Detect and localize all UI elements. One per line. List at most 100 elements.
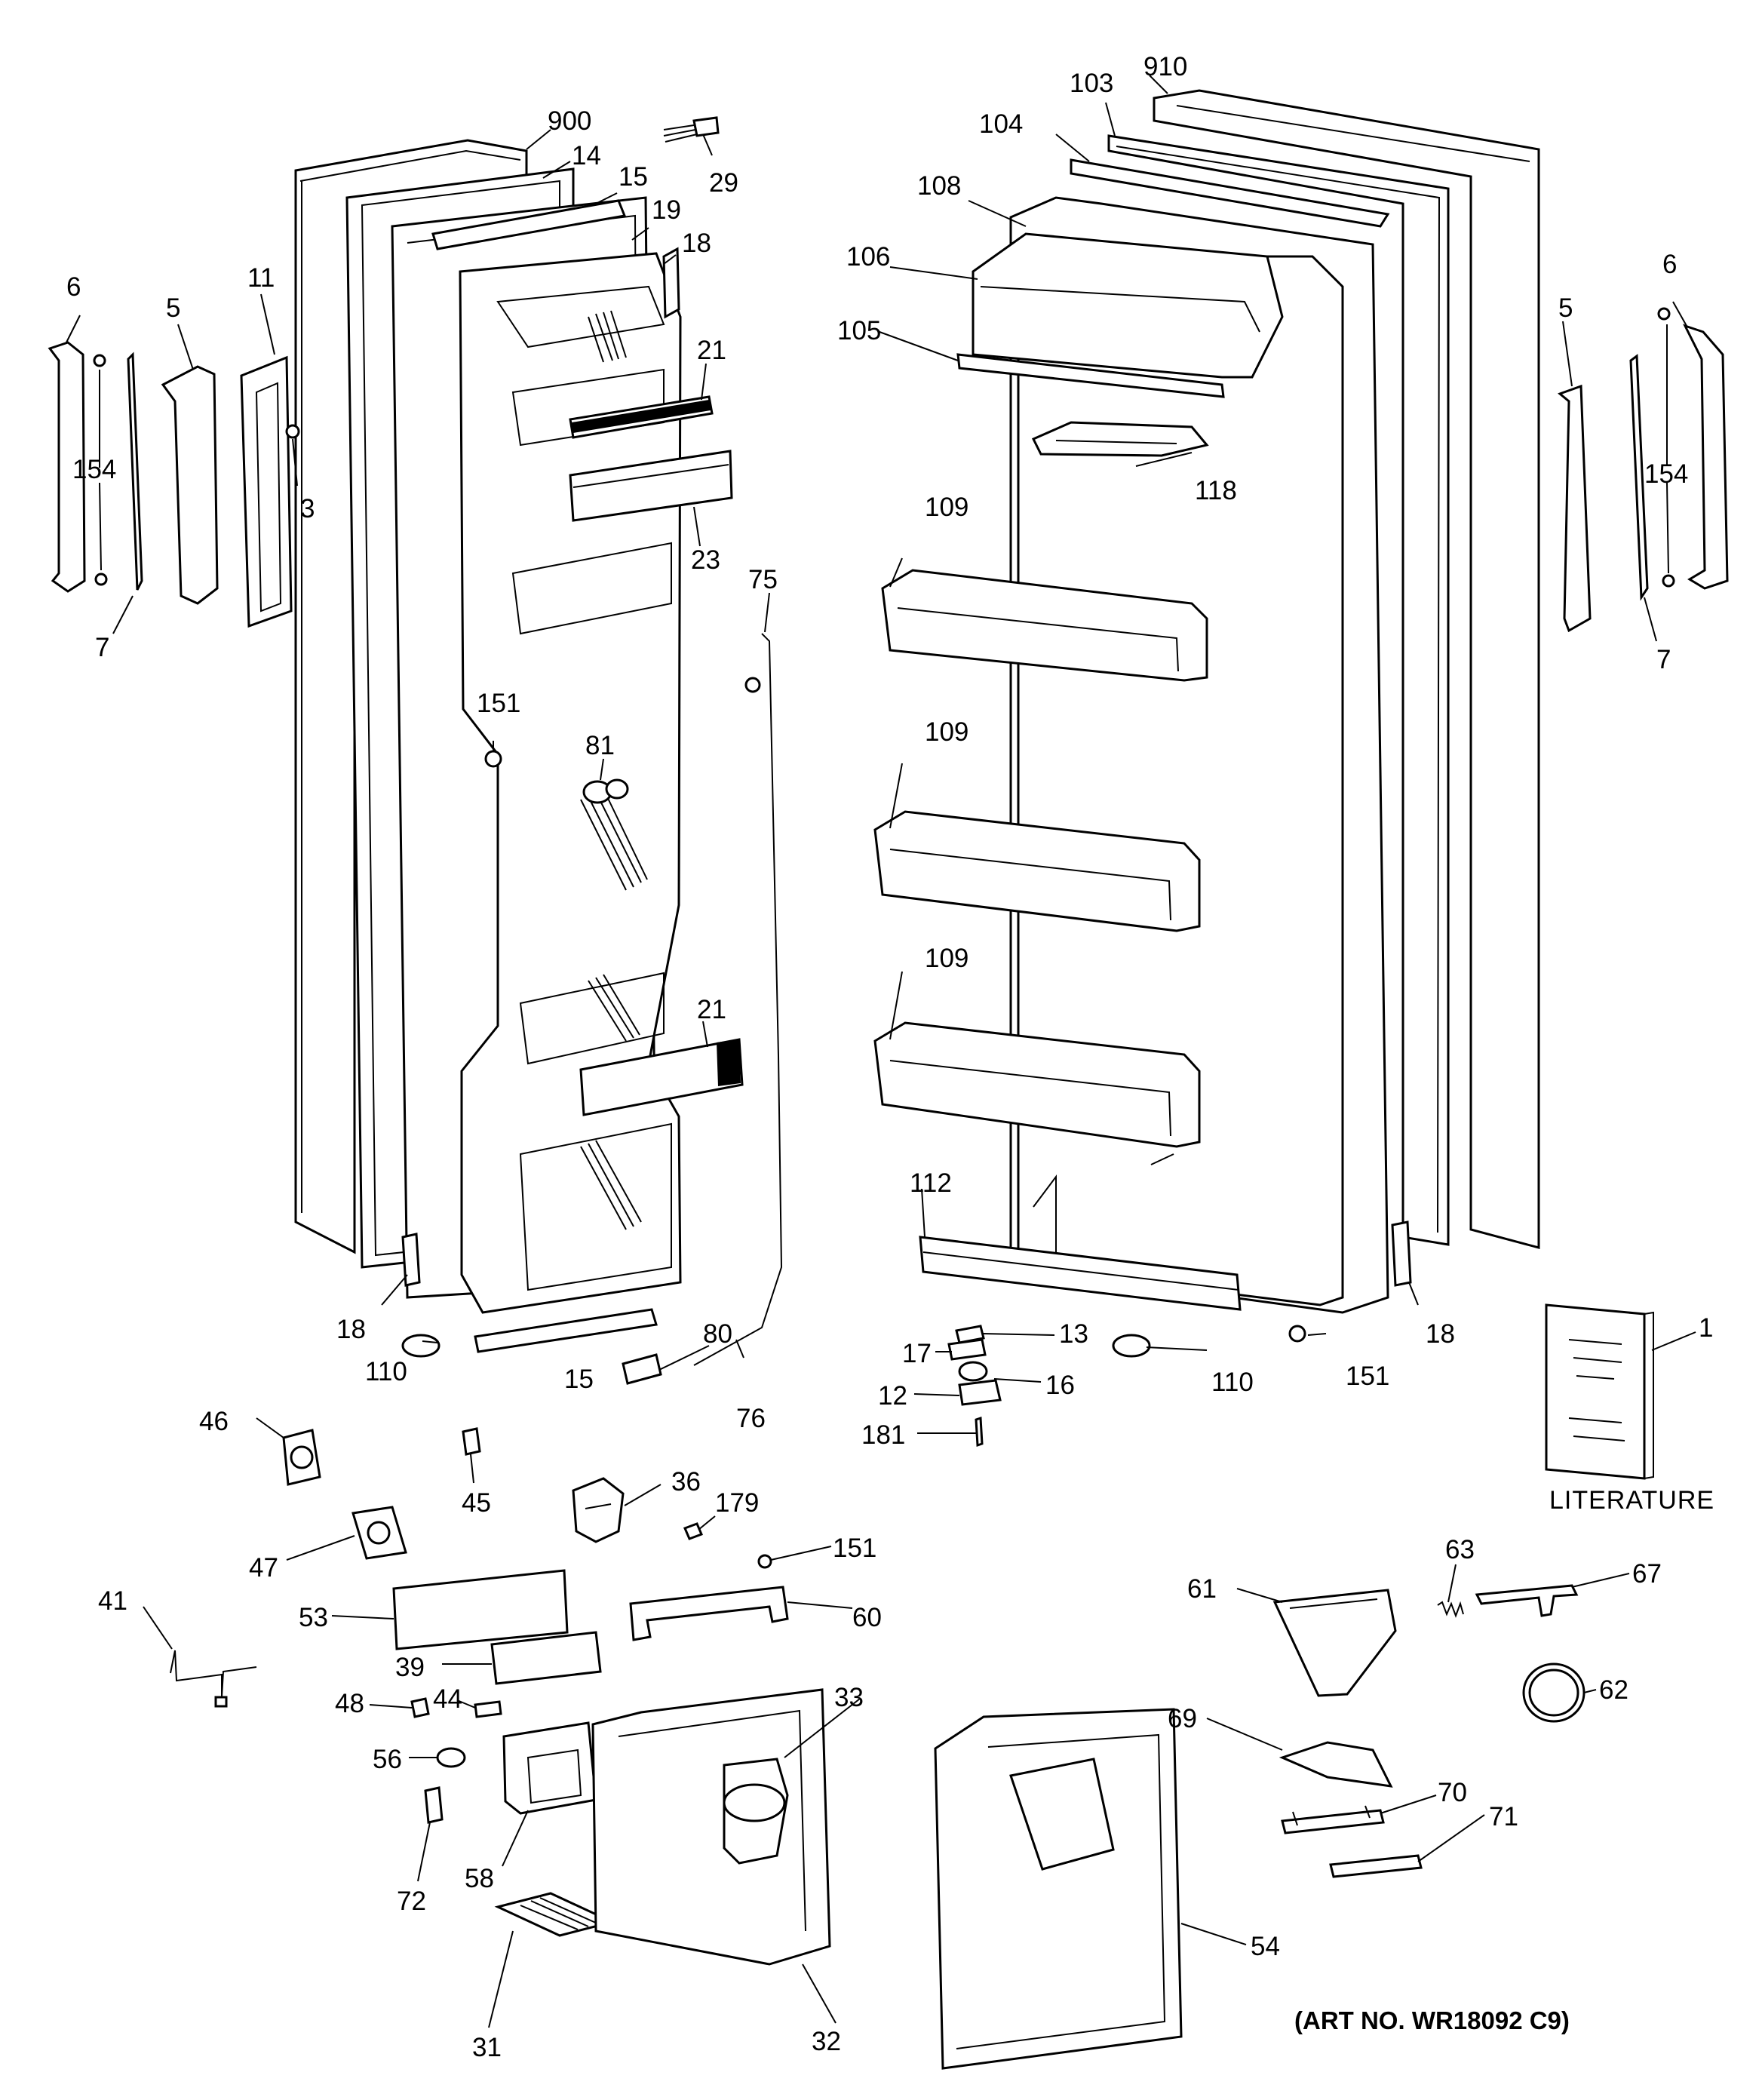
butter-tray [1031, 421, 1209, 457]
spring-63 [1437, 1601, 1464, 1618]
fresh-food-door-screw [1288, 1325, 1306, 1343]
ring-62 [1522, 1662, 1585, 1723]
literature-label: LITERATURE [1549, 1486, 1714, 1515]
ice-chute-funnel-61 [1272, 1589, 1397, 1697]
callout-23: 23 [691, 545, 720, 575]
callout-41: 41 [98, 1586, 127, 1616]
seal-71 [1329, 1854, 1423, 1878]
dispenser-housing-32 [591, 1688, 831, 1966]
right-handle-screws [1657, 307, 1675, 588]
literature-booklet [1545, 1303, 1654, 1480]
callout-81: 81 [585, 731, 615, 760]
right-handle-trim [1629, 354, 1649, 601]
ice-chute-33 [723, 1758, 789, 1865]
callout-36: 36 [671, 1467, 701, 1497]
callout-69: 69 [1168, 1704, 1197, 1733]
dairy-door-trim [956, 353, 1225, 398]
callout-106: 106 [846, 242, 890, 272]
dispenser-cover-39 [490, 1631, 602, 1685]
callout-3: 3 [300, 494, 315, 523]
dispenser-knob [282, 1429, 321, 1486]
hinge-parts [947, 1325, 1002, 1448]
callout-12: 12 [878, 1381, 907, 1411]
callout-6-right: 6 [1662, 250, 1677, 279]
water-tube [693, 633, 783, 1366]
callout-45: 45 [462, 1488, 491, 1518]
part-48 [410, 1697, 430, 1718]
callout-112: 112 [910, 1168, 952, 1198]
callout-7-left: 7 [95, 633, 109, 662]
callout-1: 1 [1699, 1313, 1713, 1343]
callout-29: 29 [709, 168, 738, 198]
callout-179: 179 [715, 1488, 759, 1518]
callout-47: 47 [249, 1553, 278, 1583]
door-bin-upper [881, 569, 1208, 682]
fresh-food-door-outer-panel [1153, 89, 1540, 1249]
part-44 [474, 1700, 502, 1718]
callout-44: 44 [433, 1684, 462, 1714]
dispenser-front-cover-54 [934, 1708, 1183, 2070]
callout-46: 46 [199, 1407, 229, 1436]
callout-21-top: 21 [697, 336, 726, 365]
callout-33: 33 [834, 1683, 864, 1712]
callout-39: 39 [395, 1653, 425, 1682]
callout-5-left: 5 [166, 293, 180, 323]
bracket-67 [1475, 1584, 1579, 1617]
actuator-assembly [572, 1477, 625, 1543]
callout-7-right: 7 [1656, 645, 1671, 674]
callout-18-top: 18 [682, 229, 711, 258]
callout-18-bottom-right: 18 [1426, 1319, 1455, 1349]
right-handle-mount [1558, 384, 1592, 633]
freezer-door-hinge-bracket [401, 247, 680, 1287]
freezer-door-trim-top [431, 199, 627, 250]
callout-48: 48 [335, 1689, 364, 1718]
fresh-food-bottom-hinge-cover [1112, 1334, 1151, 1358]
chute-door-69 [1279, 1741, 1393, 1788]
dispenser-module-58 [502, 1721, 597, 1815]
callout-13: 13 [1059, 1319, 1088, 1349]
callout-60: 60 [852, 1603, 882, 1632]
callout-21-bottom: 21 [697, 995, 726, 1024]
callout-11: 11 [247, 263, 275, 293]
screw-179 [683, 1522, 703, 1540]
callout-110-left: 110 [365, 1357, 407, 1386]
left-handle-screws [93, 354, 300, 586]
fresh-food-door-hinge-bracket [1391, 1220, 1412, 1287]
freezer-bottom-hinge-cover [401, 1334, 440, 1358]
callout-108: 108 [917, 171, 961, 201]
door-bin-bottom [919, 1236, 1242, 1311]
right-handle [1683, 324, 1729, 590]
freezer-door-shelf-lower [579, 1038, 744, 1116]
callout-80: 80 [703, 1319, 732, 1349]
left-handle [48, 341, 143, 593]
linkage-41 [170, 1650, 257, 1708]
callout-67: 67 [1632, 1559, 1662, 1589]
part-56 [436, 1747, 466, 1768]
callout-14: 14 [572, 141, 601, 170]
callout-63: 63 [1445, 1535, 1475, 1564]
art-number: (ART NO. WR18092 C9) [1294, 2006, 1570, 2034]
freezer-door-plug [582, 778, 629, 804]
callout-15-top: 15 [619, 162, 648, 192]
dispenser-bracket [629, 1586, 789, 1641]
callout-109-middle: 109 [925, 717, 968, 747]
callout-70: 70 [1438, 1778, 1467, 1807]
callout-17: 17 [902, 1339, 932, 1368]
callout-62: 62 [1599, 1675, 1628, 1705]
light-housing [351, 1506, 407, 1560]
left-handle-mount [161, 365, 219, 605]
callout-109-lower: 109 [925, 944, 968, 973]
callout-54: 54 [1251, 1932, 1280, 1961]
callout-151-right: 151 [1346, 1362, 1389, 1391]
callout-19: 19 [652, 195, 681, 225]
dispenser-panel [392, 1569, 569, 1650]
freezer-door-shelf-23 [569, 450, 733, 522]
callout-109-upper: 109 [925, 493, 968, 522]
callout-151-left: 151 [477, 689, 520, 718]
door-bin-lower [873, 1021, 1201, 1148]
freezer-door-wire-harness [663, 116, 720, 143]
callout-154-right: 154 [1644, 459, 1688, 489]
callout-labels: 900 14 15 19 18 29 11 6 5 154 3 7 21 23 … [66, 52, 1714, 2062]
callout-154-left: 154 [72, 455, 116, 484]
leader-lines [66, 75, 1696, 2028]
